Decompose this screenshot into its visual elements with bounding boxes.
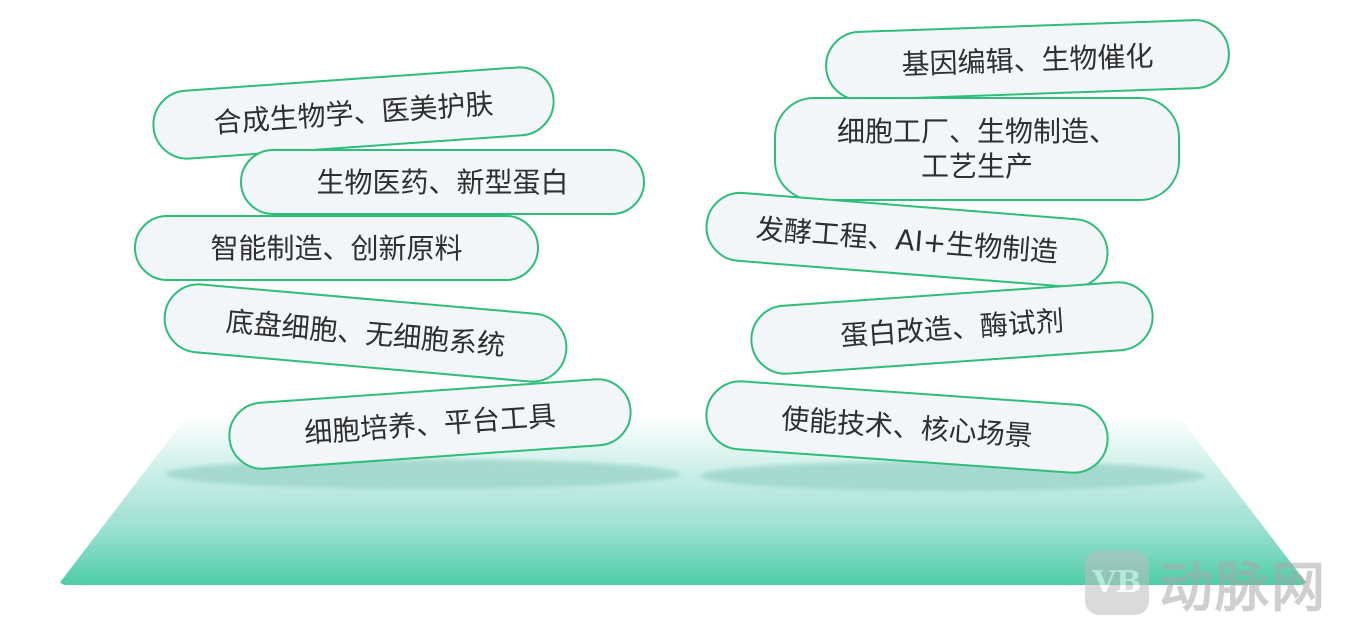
watermark-brand-text: 动脉网 — [1159, 556, 1327, 619]
tag-protein-engineering-enzyme-reagents: 蛋白改造、酶试剂 — [748, 278, 1156, 378]
watermark: VB 动脉网 — [1085, 543, 1327, 622]
tag-chassis-cell-free-system: 底盘细胞、无细胞系统 — [160, 280, 571, 386]
tag-smart-manufacturing-raw-materials: 智能制造、创新原料 — [134, 215, 539, 281]
vb-logo-icon: VB — [1085, 550, 1149, 615]
tag-fermentation-ai-biomanufacturing: 发酵工程、AI+生物制造 — [702, 189, 1112, 291]
right-stack-shadow — [700, 461, 1205, 491]
tag-cell-factory-biomanufacturing: 细胞工厂、生物制造、 工艺生产 — [774, 97, 1180, 201]
tag-gene-editing-biocatalysis: 基因编辑、生物催化 — [823, 17, 1232, 103]
tag-biomedicine-novel-protein: 生物医药、新型蛋白 — [240, 149, 645, 215]
tag-synthetic-biology-cosmetics: 合成生物学、医美护肤 — [150, 64, 557, 162]
